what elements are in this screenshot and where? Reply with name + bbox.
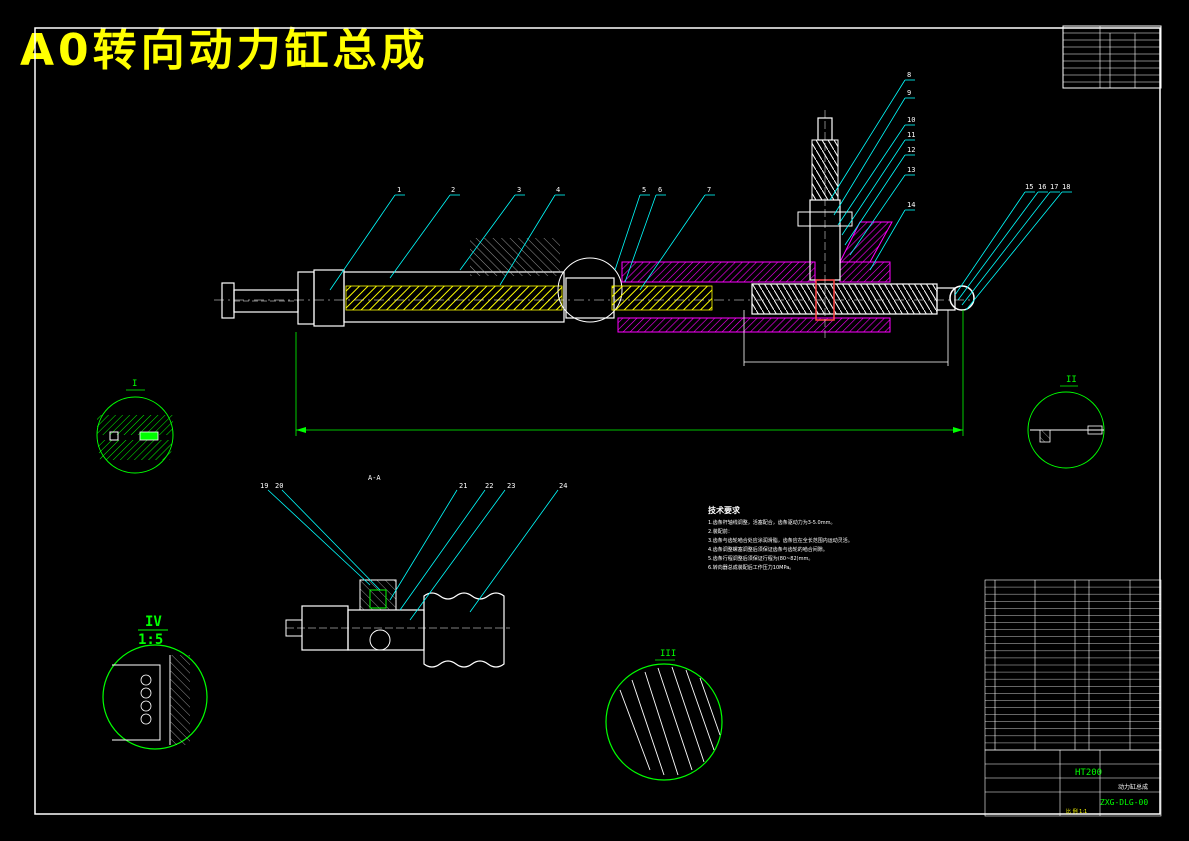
balloon-12: 12 (907, 146, 915, 154)
leader-lines-right (829, 79, 1072, 311)
notes-line: 6.转向器总成装配后工作压力10MPa。 (708, 565, 795, 571)
balloon-7: 7 (707, 186, 711, 194)
detail-iii: III (605, 649, 723, 781)
balloon-3: 3 (517, 186, 521, 194)
balloon-6: 6 (658, 186, 662, 194)
balloon-4: 4 (556, 186, 560, 194)
technical-notes: 技术要求 1.齿条杆轴线调整，活塞配合，齿条驱动力为3-5.0mm。 2.装配前… (708, 505, 958, 573)
drawing-title: A0转向动力缸总成 (20, 25, 429, 76)
title-block-drawing-no: ZXG-DLG-00 (1100, 798, 1149, 807)
parameter-table (1062, 25, 1162, 89)
balloon-13: 13 (907, 166, 915, 174)
balloon-10: 10 (907, 116, 915, 124)
balloon-11: 11 (907, 131, 915, 139)
balloon-22: 22 (485, 482, 493, 490)
detail-i-label: I (132, 379, 137, 389)
notes-line: 5.齿条行程调整后须保证行程为(80~82)mm。 (708, 556, 814, 562)
notes-line: 1.齿条杆轴线调整，活塞配合，齿条驱动力为3-5.0mm。 (708, 520, 836, 526)
balloon-23: 23 (507, 482, 515, 490)
main-assembly-view (214, 79, 1072, 436)
balloon-8: 8 (907, 71, 911, 79)
section-label: A-A (368, 474, 381, 482)
sheet-frame (34, 27, 1161, 815)
notes-line: 2.装配前： (708, 529, 733, 535)
title-block-material: HT200 (1075, 768, 1103, 778)
notes-line: 3.齿条与齿轮啮合处应涂润滑脂，齿条应在全长范围内运动灵活。 (708, 538, 853, 544)
title-block-assembly-name: 动力缸总成 (1118, 784, 1149, 791)
section-a-a-view: A-A 19 20 21 22 23 24 (260, 474, 567, 668)
balloon-16: 16 (1038, 183, 1046, 191)
balloon-20: 20 (275, 482, 283, 490)
balloon-24: 24 (559, 482, 567, 490)
balloon-1: 1 (397, 186, 401, 194)
detail-iv-label: IV (145, 614, 162, 630)
balloon-21: 21 (459, 482, 467, 490)
balloon-19: 19 (260, 482, 268, 490)
balloon-14: 14 (907, 201, 915, 209)
balloon-15: 15 (1025, 183, 1033, 191)
balloon-17: 17 (1050, 183, 1058, 191)
detail-i: I (96, 379, 174, 474)
parts-list-rows (985, 586, 1161, 744)
balloon-18: 18 (1062, 183, 1070, 191)
detail-ii-label: II (1066, 375, 1077, 385)
notes-heading: 技术要求 (708, 506, 740, 515)
title-block-scale: 比 例 1:1 (1066, 809, 1088, 815)
balloon-5: 5 (642, 186, 646, 194)
balloon-labels-main: 1 2 3 4 5 6 7 8 9 10 11 12 13 14 15 16 1… (397, 71, 1070, 209)
leader-lines-top (329, 194, 715, 291)
detail-iv: IV 1:5 (102, 614, 208, 750)
balloon-9: 9 (907, 89, 911, 97)
notes-line: 4.齿条调整螺塞调整后须保证齿条与齿轮的啮合间隙。 (708, 547, 828, 553)
detail-ii: II (1027, 375, 1105, 469)
detail-iii-label: III (660, 649, 676, 659)
balloon-2: 2 (451, 186, 455, 194)
detail-iv-scale: 1:5 (138, 632, 163, 648)
title-block (984, 749, 1162, 817)
